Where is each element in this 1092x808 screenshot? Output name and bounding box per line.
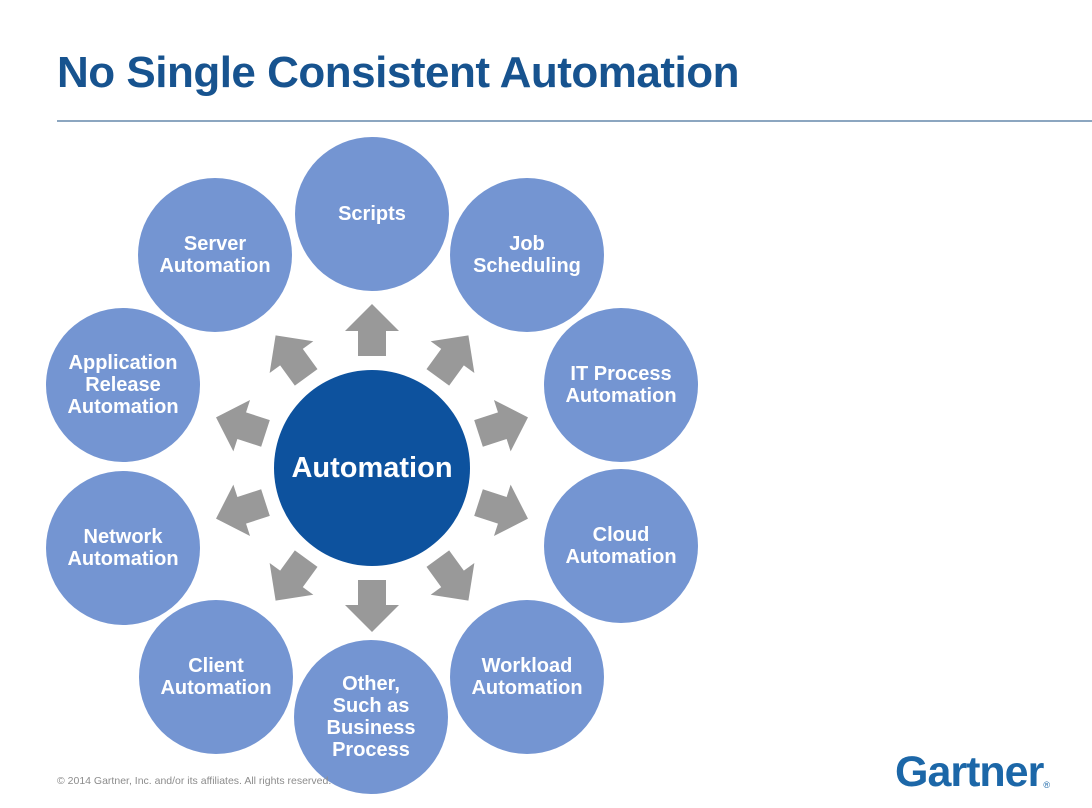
node-it-process-automation: IT Process Automation [544, 308, 698, 462]
node-label: Scripts [338, 203, 406, 225]
arrow-to-cloud-icon [474, 484, 528, 537]
node-application-release-automation: Application Release Automation [46, 308, 200, 462]
node-label: Server Automation [159, 233, 271, 277]
arrow-to-app-release-icon [216, 399, 270, 452]
node-label: Cloud Automation [565, 524, 677, 568]
hub-label: Automation [291, 451, 453, 484]
node-label: Network Automation [67, 526, 179, 570]
arrow-to-network-icon [216, 484, 270, 537]
node-scripts: Scripts [295, 137, 449, 291]
node-network-automation: Network Automation [46, 471, 200, 625]
node-client-automation: Client Automation [139, 600, 293, 754]
node-cloud-automation: Cloud Automation [544, 469, 698, 623]
arrow-to-scripts-icon [345, 304, 399, 356]
arrow-to-other-icon [345, 580, 399, 632]
node-job-scheduling: Job Scheduling [450, 178, 604, 332]
node-label: Job Scheduling [473, 233, 581, 277]
arrow-to-job-scheduling-icon [426, 335, 475, 386]
hub-circle-automation: Automation [274, 370, 470, 566]
node-label: Client Automation [160, 655, 272, 699]
gartner-logo: Gartner® [895, 748, 1050, 797]
node-server-automation: Server Automation [138, 178, 292, 332]
title-underline [57, 120, 1092, 122]
page-title: No Single Consistent Automation [57, 48, 739, 97]
node-workload-automation: Workload Automation [450, 600, 604, 754]
arrow-to-client-icon [269, 550, 318, 601]
copyright-text: © 2014 Gartner, Inc. and/or its affiliat… [57, 775, 332, 787]
node-label: IT Process Automation [565, 363, 677, 407]
arrow-to-it-process-icon [474, 399, 528, 452]
arrow-to-workload-icon [426, 550, 475, 601]
node-other-business-process: Other, Such as Business Process [294, 640, 448, 794]
node-label: Other, Such as Business Process [326, 673, 416, 761]
arrow-to-server-icon [269, 335, 318, 386]
node-label: Application Release Automation [67, 352, 179, 418]
node-label: Workload Automation [471, 655, 583, 699]
gartner-logo-text: Gartner [895, 748, 1044, 796]
registered-mark-icon: ® [1043, 780, 1050, 790]
